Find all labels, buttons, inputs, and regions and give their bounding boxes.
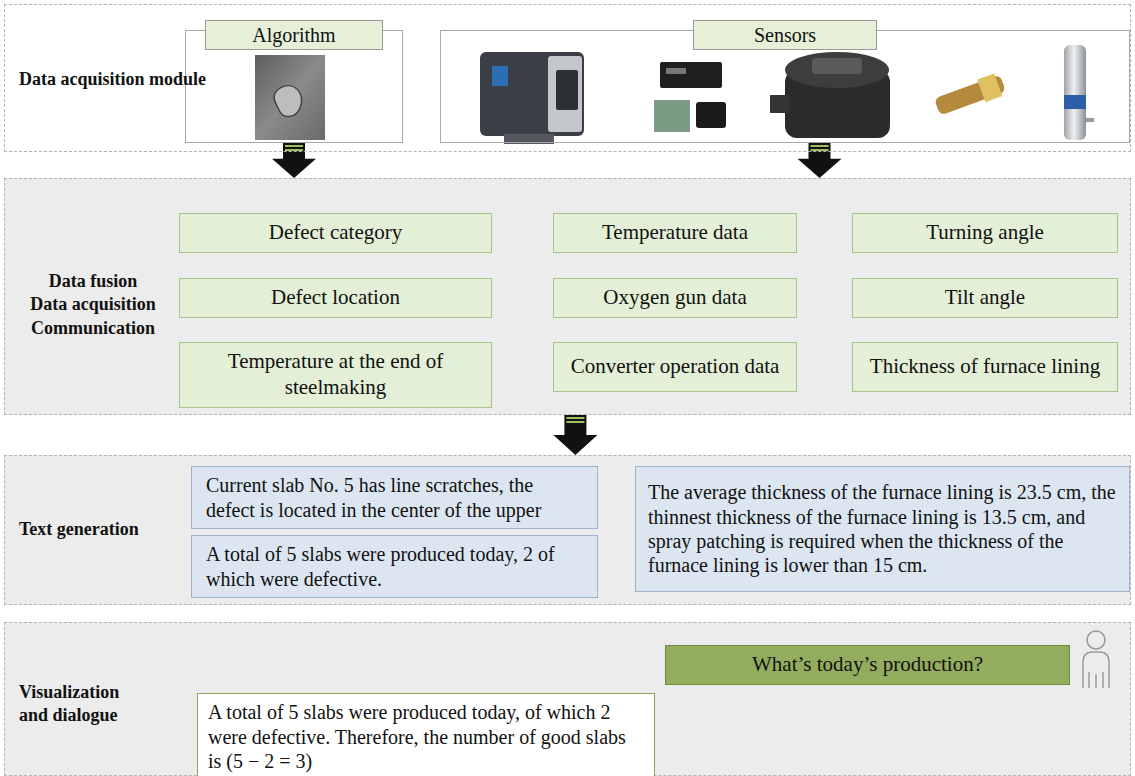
probe-label xyxy=(1064,95,1086,109)
arrow-stripe xyxy=(566,417,584,419)
module-band: Data acquisition moduleAlgorithmSensors xyxy=(4,4,1131,152)
defect-image xyxy=(255,55,325,140)
arrow-stripe xyxy=(285,145,303,147)
box-text: Defect location xyxy=(271,285,400,311)
band-title: Data acquisition xyxy=(13,293,173,316)
laser-scanner xyxy=(480,52,584,144)
module-port xyxy=(666,68,686,74)
encoder-slot xyxy=(812,58,862,74)
scanner-side xyxy=(548,56,582,132)
block-arrow xyxy=(272,143,316,178)
arrow-shape xyxy=(272,143,316,178)
data-box: Temperature at the end of steelmaking xyxy=(179,342,492,408)
algorithm-panel: Algorithm xyxy=(185,30,403,143)
band-title: Visualization and dialogue xyxy=(19,681,144,728)
panel-title: Sensors xyxy=(754,24,816,47)
module-box xyxy=(696,102,726,128)
band-title: Data acquisition module xyxy=(19,68,184,91)
box-text: Defect category xyxy=(269,220,403,246)
temperature-sensor xyxy=(933,72,1007,118)
data-box: Defect category xyxy=(179,213,492,253)
box-text: Oxygen gun data xyxy=(603,285,746,311)
text-box: A total of 5 slabs were produced today, … xyxy=(191,535,598,598)
band-label: Data acquisition module xyxy=(19,68,184,91)
box-text: A total of 5 slabs were produced today, … xyxy=(206,542,583,591)
block-arrow xyxy=(798,143,842,178)
data-box: Turning angle xyxy=(852,213,1118,253)
arrow-stripe xyxy=(811,149,829,151)
electronic-modules xyxy=(654,62,726,132)
box-text: Converter operation data xyxy=(571,354,780,380)
box-text: A total of 5 slabs were produced today, … xyxy=(208,700,644,773)
data-box: Converter operation data xyxy=(553,342,797,392)
band-ground xyxy=(4,455,1131,605)
text-box: Current slab No. 5 has line scratches, t… xyxy=(191,466,598,529)
data-box: Defect location xyxy=(179,278,492,318)
sensor-panel: Sensors xyxy=(440,30,1130,143)
box-text: The average thickness of the furnace lin… xyxy=(648,480,1117,578)
box-text: Temperature data xyxy=(602,220,748,246)
text-band: Text generation Current slab No. 5 has li… xyxy=(4,455,1131,605)
fusion-band: Data fusionData acquisitionCommunication… xyxy=(4,178,1131,415)
band-title: Communication xyxy=(13,317,173,340)
encoder-top xyxy=(785,52,889,88)
circuit-board xyxy=(654,100,690,132)
panel-title: Algorithm xyxy=(252,24,335,47)
module-box xyxy=(660,62,722,88)
box-text: Thickness of furnace lining xyxy=(870,354,1100,380)
probe-sensor xyxy=(1064,45,1094,140)
sensor-display xyxy=(977,73,1002,102)
box-text: Tilt angle xyxy=(945,285,1025,311)
probe-pin xyxy=(1084,118,1094,122)
box-text: Turning angle xyxy=(926,220,1044,246)
panel-header: Algorithm xyxy=(205,20,383,50)
arrow-stripe xyxy=(285,149,303,151)
text-box: The average thickness of the furnace lin… xyxy=(635,466,1130,592)
arrow-stripe xyxy=(566,421,584,423)
person-head xyxy=(1087,631,1105,649)
data-box: Thickness of furnace lining xyxy=(852,342,1118,392)
defect-blob xyxy=(274,86,302,117)
rotary-encoder xyxy=(770,52,890,138)
person-body xyxy=(1083,652,1109,688)
scanner-badge xyxy=(492,66,508,86)
band-title: Text generation xyxy=(19,518,179,541)
encoder-plug xyxy=(770,95,790,113)
person-icon xyxy=(1083,631,1109,688)
data-box: Temperature data xyxy=(553,213,797,253)
arrow-stripe xyxy=(811,145,829,147)
probe-body xyxy=(1064,45,1086,140)
box-text: Temperature at the end of steelmaking xyxy=(190,349,481,400)
arrow-shape xyxy=(798,143,842,178)
band-ground xyxy=(4,178,1131,415)
box-text: What’s today’s production? xyxy=(752,652,983,678)
band-label: Data fusionData acquisitionCommunication xyxy=(13,270,173,340)
scanner-window xyxy=(556,70,578,110)
band-title: Data fusion xyxy=(13,270,173,293)
block-arrow xyxy=(553,415,597,455)
dialogue-band: Visualization and dialogue What’s today’s… xyxy=(4,622,1131,776)
band-ground xyxy=(4,4,1131,152)
answer-box: A total of 5 slabs were produced today, … xyxy=(197,693,655,776)
band-label: Visualization and dialogue xyxy=(19,681,144,728)
data-box: Oxygen gun data xyxy=(553,278,797,318)
box-text: Current slab No. 5 has line scratches, t… xyxy=(206,473,583,522)
data-box: Tilt angle xyxy=(852,278,1118,318)
arrow-shape xyxy=(553,415,597,455)
scanner-body xyxy=(480,52,584,136)
panel-header: Sensors xyxy=(693,20,877,50)
defect-photo xyxy=(255,55,325,140)
question-bubble: What’s today’s production? xyxy=(665,645,1070,685)
band-label: Text generation xyxy=(19,518,179,541)
